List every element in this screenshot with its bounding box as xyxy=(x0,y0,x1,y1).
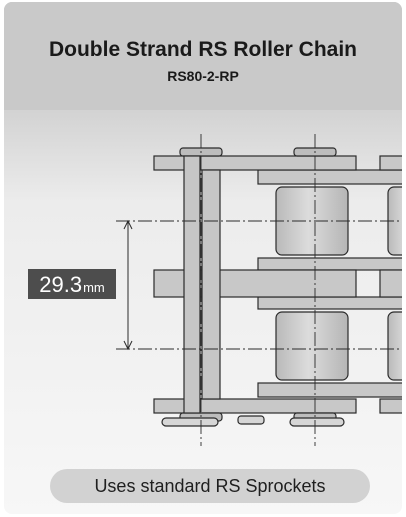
sprocket-note: Uses standard RS Sprockets xyxy=(50,469,370,503)
pin-1 xyxy=(183,155,201,414)
outer-plate-top-2 xyxy=(379,155,402,171)
outer-plate-top xyxy=(153,155,357,171)
dimension-unit: mm xyxy=(83,280,105,295)
outer-plate-mid-2 xyxy=(379,269,402,298)
model-number: RS80-2-RP xyxy=(167,68,239,84)
cotter-pin-1 xyxy=(161,417,219,427)
dimension-arrow-bottom xyxy=(123,340,133,351)
cotter-pin-2 xyxy=(289,417,345,427)
cotter-pin-3 xyxy=(237,415,265,425)
roller-bottom-2 xyxy=(387,311,402,381)
pin-2 xyxy=(201,169,221,400)
dimension-value: 29.3 xyxy=(39,272,83,297)
header: Double Strand RS Roller Chain RS80-2-RP xyxy=(4,2,402,110)
outer-plate-bot xyxy=(153,398,357,414)
chain-diagram xyxy=(116,134,402,446)
inner-plate-mid-1 xyxy=(257,257,402,271)
page-title: Double Strand RS Roller Chain xyxy=(48,38,358,61)
inner-plate-bot-1 xyxy=(257,382,402,398)
inner-plate-mid-2 xyxy=(257,296,402,310)
outer-plate-bot-2 xyxy=(379,398,402,414)
pitch-dimension-label: 29.3 mm xyxy=(28,269,116,299)
product-card: Double Strand RS Roller Chain RS80-2-RP xyxy=(4,2,402,514)
inner-plate-top-1 xyxy=(257,169,402,185)
dimension-arrow-top xyxy=(123,219,133,230)
roller-bottom-1 xyxy=(275,311,349,381)
